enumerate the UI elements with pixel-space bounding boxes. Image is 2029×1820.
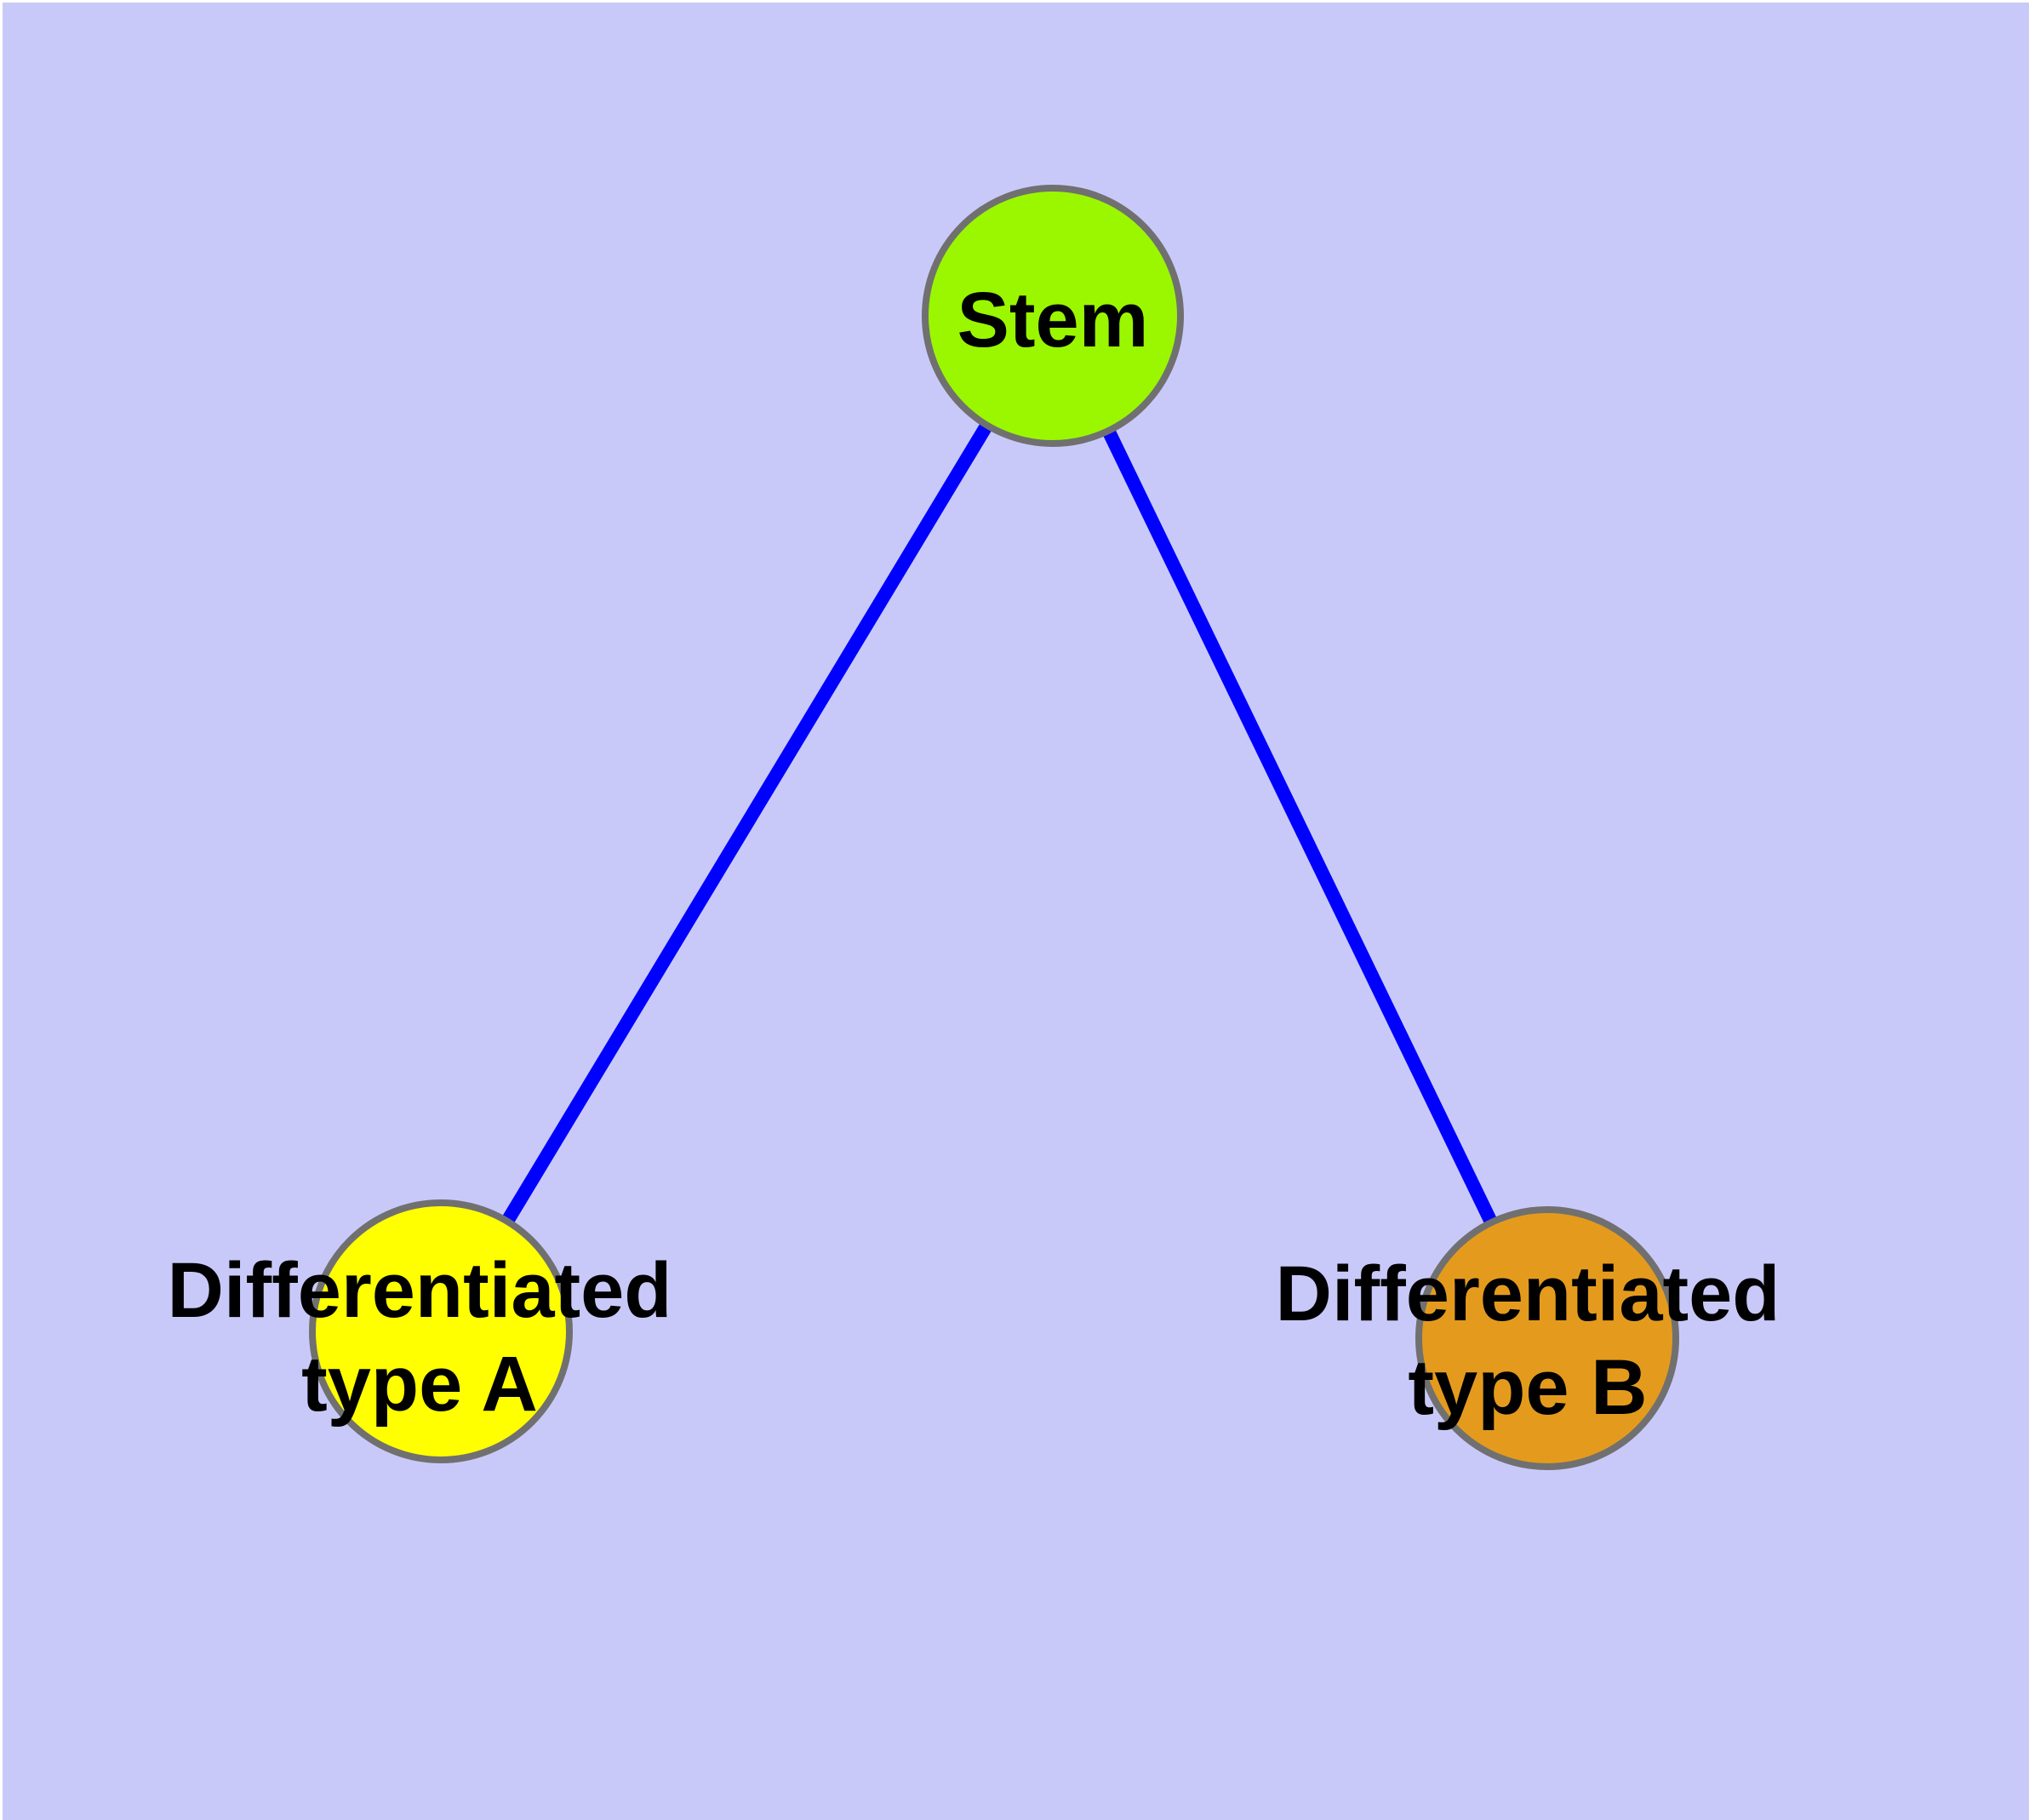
node-type-a-circle	[309, 1199, 573, 1463]
node-type-b-label-line1: Differentiated	[1276, 1251, 1780, 1337]
node-stem-label: Stem	[957, 277, 1149, 363]
node-type-a-label-line1: Differentiated	[168, 1247, 672, 1334]
label-group: Stem Differentiated type A Differentiate…	[168, 277, 1780, 1431]
edge-stem-to-type-b	[1046, 312, 1554, 1342]
node-type-a-label-line2: type A	[301, 1341, 538, 1428]
node-group	[309, 185, 1679, 1470]
edge-stem-to-type-a	[435, 312, 1059, 1336]
node-type-b-circle	[1415, 1206, 1679, 1470]
edge-group	[435, 312, 1554, 1342]
node-type-b-label-line2: type B	[1408, 1344, 1647, 1431]
node-stem-circle	[922, 185, 1184, 447]
